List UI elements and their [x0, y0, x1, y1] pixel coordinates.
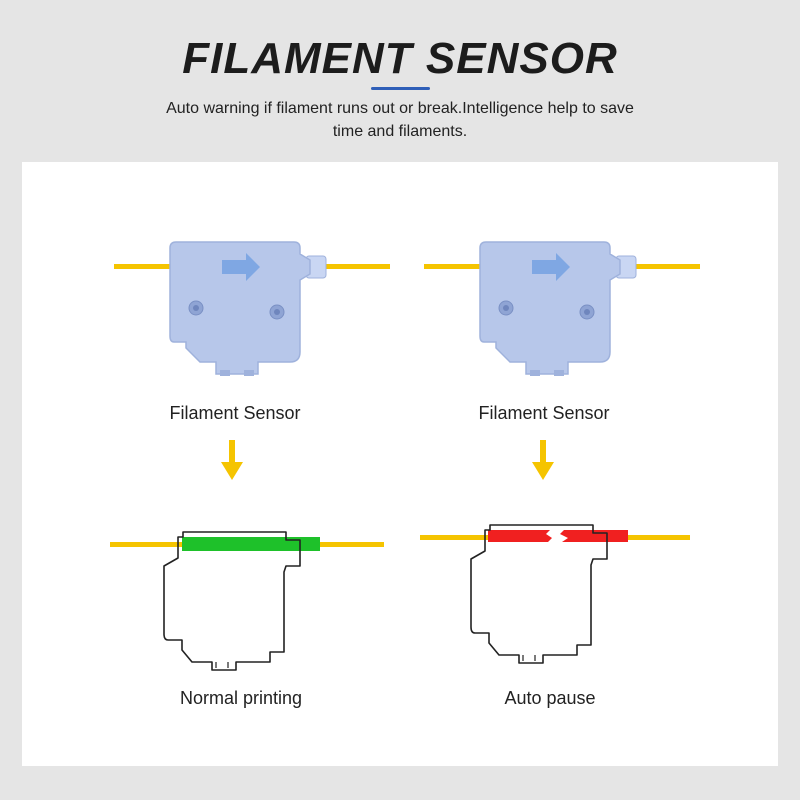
right-device-label: Filament Sensor	[478, 403, 610, 423]
broken-filament-left	[488, 530, 552, 542]
normal-printing-diagram	[110, 531, 384, 671]
illustration-panel: Filament Sensor Filament Sensor Normal p…	[22, 162, 778, 766]
auto-pause-diagram	[420, 524, 690, 664]
filament-out-left	[318, 542, 384, 547]
title-underline	[371, 87, 430, 90]
filament-in-right	[420, 535, 490, 540]
left-down-arrow	[221, 440, 243, 480]
left-sensor-device	[113, 241, 391, 377]
header: FILAMENT SENSOR Auto warning if filament…	[0, 0, 800, 160]
page-subtitle: Auto warning if filament runs out or bre…	[166, 100, 634, 140]
page-title: FILAMENT SENSOR	[182, 34, 618, 83]
filament-out-right	[624, 535, 690, 540]
filament-in-left	[110, 542, 182, 547]
left-device-label: Filament Sensor	[169, 403, 301, 423]
right-down-arrow	[532, 440, 554, 480]
normal-printing-label: Normal printing	[179, 688, 303, 708]
auto-pause-label: Auto pause	[504, 688, 596, 708]
illustration-canvas	[110, 241, 701, 671]
broken-filament-right	[560, 530, 628, 542]
right-sensor-device	[423, 241, 701, 377]
